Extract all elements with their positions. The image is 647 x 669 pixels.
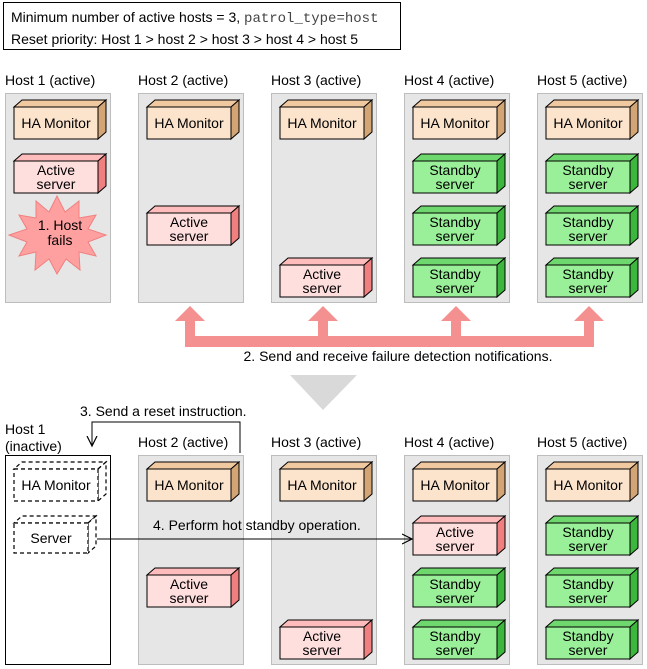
svg-text:server: server [170, 590, 209, 606]
svg-text:Standby: Standby [562, 162, 613, 178]
bottom-host4-active-server: Active server [411, 514, 507, 557]
svg-text:HA Monitor: HA Monitor [21, 477, 91, 493]
info-box: Minimum number of active hosts = 3, patr… [3, 2, 401, 50]
svg-text:Active: Active [170, 214, 208, 230]
info-line-1: Minimum number of active hosts = 3, patr… [11, 9, 379, 27]
svg-text:server: server [569, 280, 608, 296]
svg-text:fails: fails [48, 232, 73, 248]
top-host5-label: Host 5 (active) [537, 72, 628, 88]
svg-text:Standby: Standby [429, 162, 480, 178]
bottom-host4-ha-monitor: HA Monitor [411, 460, 507, 503]
transition-triangle [290, 375, 357, 410]
top-host5-standby-server-1: Standby server [544, 152, 640, 195]
svg-text:server: server [303, 280, 342, 296]
svg-text:Standby: Standby [562, 628, 613, 644]
top-host4-ha-monitor: HA Monitor [411, 98, 507, 141]
bottom-host3-label: Host 3 (active) [271, 434, 362, 450]
svg-text:Active: Active [303, 628, 341, 644]
bottom-host5-standby-server-2: Standby server [544, 566, 640, 609]
bottom-host2-active-server: Active server [145, 566, 241, 609]
bottom-host1-ha-monitor-dashed: HA Monitor [12, 460, 108, 503]
svg-text:server: server [436, 590, 475, 606]
svg-text:server: server [170, 228, 209, 244]
svg-text:Server: Server [30, 530, 72, 546]
svg-text:server: server [569, 642, 608, 658]
svg-text:server: server [569, 228, 608, 244]
svg-text:Active: Active [170, 576, 208, 592]
top-host4-standby-server-1: Standby server [411, 152, 507, 195]
bottom-host3-ha-monitor: HA Monitor [278, 460, 374, 503]
svg-text:Standby: Standby [562, 214, 613, 230]
top-host2-ha-monitor: HA Monitor [145, 98, 241, 141]
svg-text:Standby: Standby [429, 266, 480, 282]
patrol-type-code: patrol_type=host [244, 11, 379, 27]
top-host5-ha-monitor: HA Monitor [544, 98, 640, 141]
svg-text:HA Monitor: HA Monitor [553, 477, 623, 493]
svg-text:Standby: Standby [562, 524, 613, 540]
top-host3-ha-monitor: HA Monitor [278, 98, 374, 141]
top-host1-ha-monitor: HA Monitor [12, 98, 108, 141]
svg-text:server: server [436, 280, 475, 296]
svg-text:server: server [37, 176, 76, 192]
reset-instruction-arrow [92, 421, 241, 453]
svg-text:1. Host: 1. Host [38, 217, 82, 233]
svg-text:HA Monitor: HA Monitor [420, 115, 490, 131]
bottom-host5-standby-server-1: Standby server [544, 514, 640, 557]
top-host1-active-server: Active server [12, 152, 108, 195]
bottom-host2-ha-monitor: HA Monitor [145, 460, 241, 503]
svg-text:HA Monitor: HA Monitor [287, 115, 357, 131]
svg-text:server: server [303, 642, 342, 658]
svg-text:server: server [569, 176, 608, 192]
svg-text:HA Monitor: HA Monitor [21, 115, 91, 131]
top-host5-standby-server-2: Standby server [544, 204, 640, 247]
svg-text:Standby: Standby [429, 628, 480, 644]
bottom-host4-standby-server-2: Standby server [411, 618, 507, 661]
svg-text:server: server [436, 176, 475, 192]
svg-text:Standby: Standby [429, 576, 480, 592]
notification-label: 2. Send and receive failure detection no… [244, 348, 553, 364]
failure-notification-arrows [175, 306, 604, 347]
top-host3-label: Host 3 (active) [271, 72, 362, 88]
svg-text:server: server [436, 642, 475, 658]
top-host4-label: Host 4 (active) [404, 72, 495, 88]
reset-instruction-label: 3. Send a reset instruction. [80, 403, 247, 419]
svg-text:HA Monitor: HA Monitor [154, 477, 224, 493]
top-host2-active-server: Active server [145, 204, 241, 247]
bottom-host1-label: Host 1 (inactive) [5, 421, 62, 454]
svg-text:HA Monitor: HA Monitor [154, 115, 224, 131]
bottom-host4-standby-server-1: Standby server [411, 566, 507, 609]
bottom-host5-ha-monitor: HA Monitor [544, 460, 640, 503]
bottom-host3-active-server: Active server [278, 618, 374, 661]
svg-text:server: server [569, 538, 608, 554]
top-host2-label: Host 2 (active) [138, 72, 229, 88]
bottom-host1-server-dashed: Server [12, 514, 98, 555]
svg-text:Active: Active [436, 524, 474, 540]
svg-text:HA Monitor: HA Monitor [287, 477, 357, 493]
svg-text:Standby: Standby [562, 576, 613, 592]
svg-text:HA Monitor: HA Monitor [420, 477, 490, 493]
svg-text:server: server [569, 590, 608, 606]
bottom-host5-label: Host 5 (active) [537, 434, 628, 450]
svg-text:HA Monitor: HA Monitor [553, 115, 623, 131]
top-host3-active-server: Active server [278, 256, 374, 299]
svg-text:Active: Active [37, 162, 75, 178]
top-host5-standby-server-3: Standby server [544, 256, 640, 299]
info-line-2: Reset priority: Host 1 > host 2 > host 3… [11, 31, 359, 47]
bottom-host2-label: Host 2 (active) [138, 434, 229, 450]
svg-text:Standby: Standby [429, 214, 480, 230]
svg-text:Active: Active [303, 266, 341, 282]
top-host1-label: Host 1 (active) [5, 72, 96, 88]
bottom-host4-label: Host 4 (active) [404, 434, 495, 450]
bottom-host5-standby-server-3: Standby server [544, 618, 640, 661]
hot-standby-label: 4. Perform hot standby operation. [153, 517, 361, 533]
svg-text:server: server [436, 228, 475, 244]
svg-text:server: server [436, 538, 475, 554]
top-host4-standby-server-3: Standby server [411, 256, 507, 299]
top-host4-standby-server-2: Standby server [411, 204, 507, 247]
host-fails-burst: 1. Host fails [7, 194, 108, 276]
svg-text:Standby: Standby [562, 266, 613, 282]
